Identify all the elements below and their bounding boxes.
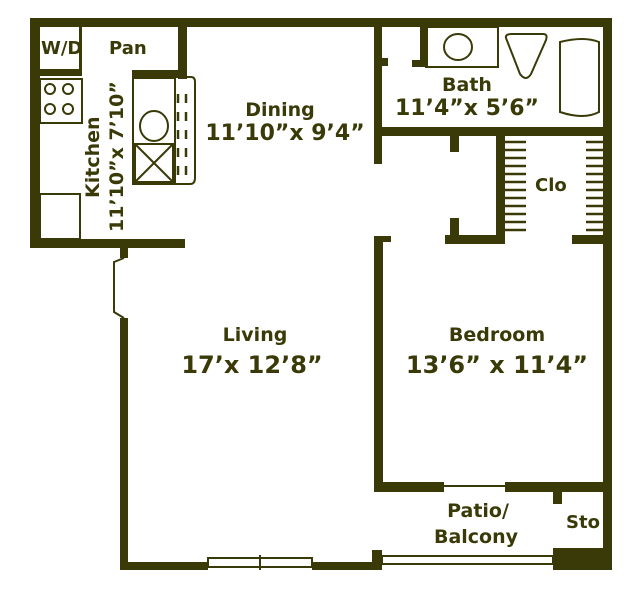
kitchen-counter — [132, 77, 176, 185]
toilet — [504, 33, 548, 79]
closet-shelves-left — [505, 140, 526, 232]
wd-label: W/D — [41, 38, 83, 59]
wall-kitchen-bottom — [30, 239, 185, 248]
wall-living-left — [120, 318, 128, 570]
kitchen-dims-text: 11’10”x 7’10” — [106, 81, 128, 232]
wall-pantry-right — [178, 27, 187, 79]
bath-dims: 11’4”x 5’6” — [394, 96, 540, 121]
wall-bedroom-bottom — [374, 482, 444, 492]
entry-alcove — [113, 257, 125, 319]
closet-label: Clo — [535, 175, 567, 196]
wall-living-left — [120, 248, 128, 258]
stove — [39, 78, 83, 124]
patio-line1: Patio/ — [447, 500, 509, 522]
wall-right — [603, 18, 612, 570]
wall-bath-bottom — [374, 127, 612, 136]
bath-sink — [443, 33, 473, 61]
wall-bedroom-left — [374, 236, 383, 492]
patio-railing — [381, 555, 554, 565]
kitchen-label: Kitchen — [82, 116, 104, 198]
pantry-label: Pan — [109, 38, 147, 59]
wall-bottom-mid — [372, 550, 382, 570]
kitchen-name: Kitchen — [82, 116, 104, 198]
kitchen-sink — [139, 110, 169, 142]
bath-name: Bath — [442, 74, 492, 96]
closet-shelves-right — [586, 140, 603, 232]
bathtub — [559, 38, 600, 117]
wall-closet-left — [496, 136, 505, 244]
refrigerator — [39, 193, 81, 240]
bedroom-dims: 13’6” x 11’4” — [405, 351, 589, 379]
living-dims: 17’x 12’8” — [181, 351, 323, 379]
wall-top — [30, 18, 612, 27]
dishwasher — [134, 143, 174, 183]
patio-line2: Balcony — [433, 526, 519, 548]
breakfast-bar — [173, 76, 196, 185]
wall-wd-bottom — [40, 69, 82, 76]
wall-pantry-bottom — [132, 70, 187, 78]
dining-name: Dining — [245, 99, 315, 121]
storage-label: Sto — [566, 512, 600, 533]
kitchen-dims: 11’10”x 7’10” — [106, 81, 128, 232]
dining-dims: 11’10”x 9’4” — [205, 121, 365, 146]
wall-bath-left — [374, 27, 382, 164]
bath-vanity — [425, 26, 499, 68]
wall-kitchen-left — [30, 18, 40, 248]
wall-bottom-left — [120, 562, 208, 570]
bedroom-name: Bedroom — [448, 324, 546, 346]
living-name: Living — [222, 324, 288, 346]
wall-bottom-right — [553, 548, 612, 570]
wall-wd-divider — [79, 27, 82, 69]
